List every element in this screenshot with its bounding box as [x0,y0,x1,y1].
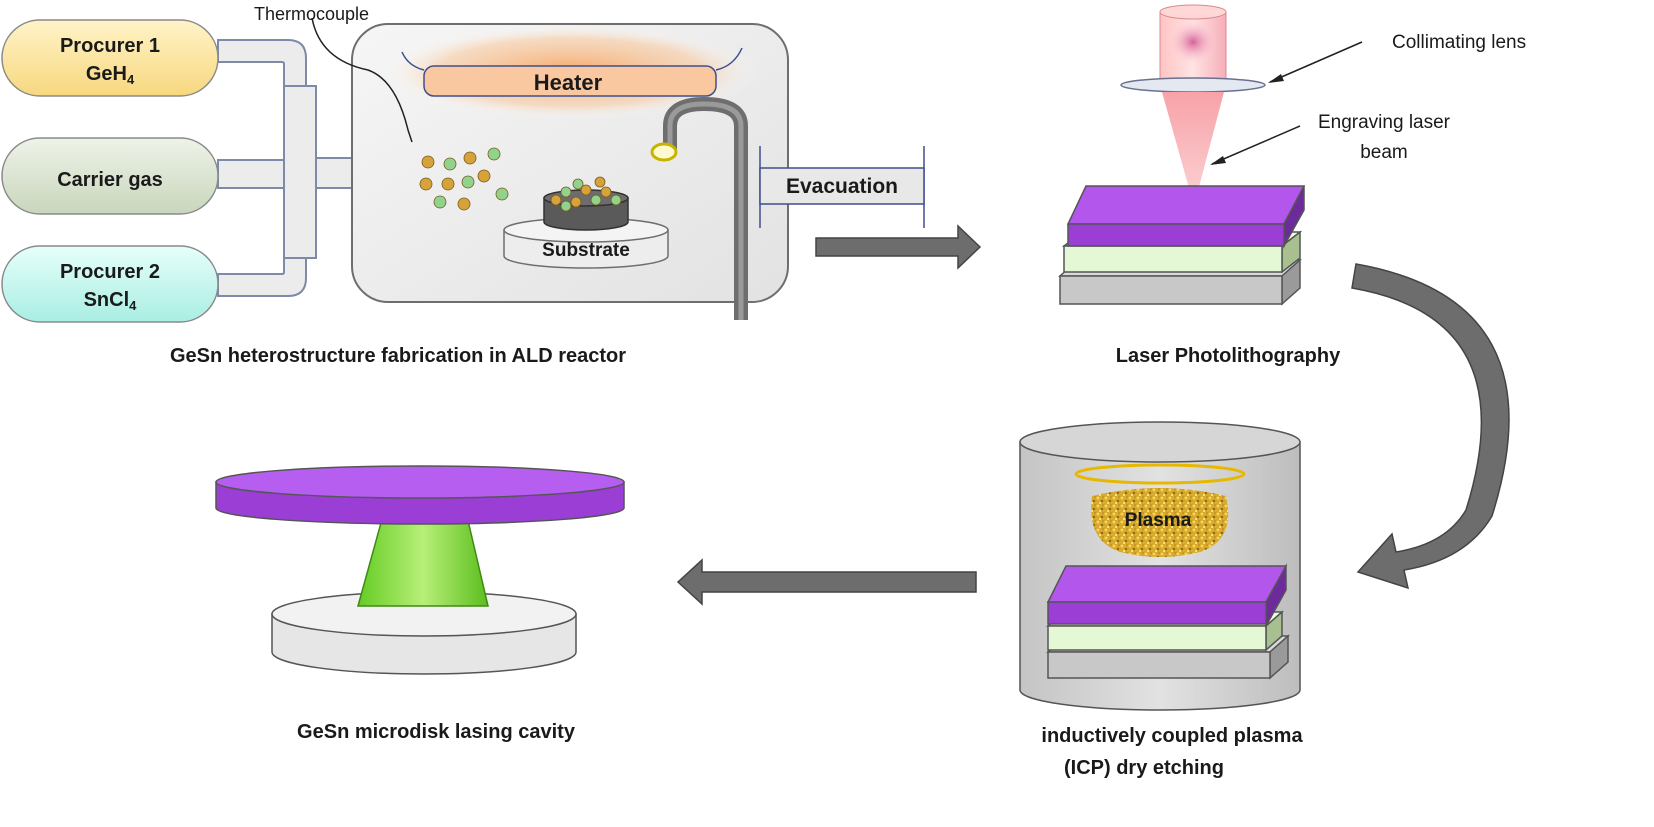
carrier-capsule [1,137,219,215]
substrate: Substrate [503,176,669,269]
procurer1-label: Procurer 1 [60,35,160,57]
caption-ald: GeSn heterostructure fabrication in ALD … [170,345,626,367]
gas-pipes [217,39,413,297]
plasma-cloud [1091,488,1229,557]
procurer1-capsule [1,19,219,97]
heater-label: Heater [534,70,603,95]
arrow-to-microdisk [676,558,977,606]
collimating-lens [1120,77,1266,93]
layer-stack-1 [1058,185,1306,306]
collimating-lens-label: Collimating lens [1392,32,1526,53]
beam-label-line1: Engraving laser [1318,112,1451,133]
gas-supply: Procurer 1 GeH4 Carrier gas Procurer 2 S… [1,19,413,323]
plasma-label: Plasma [1125,510,1192,531]
caption-microdisk: GeSn microdisk lasing cavity [297,721,576,743]
ald-reactor: Thermocouple Heater [254,4,925,320]
layer-stack-2 [1046,563,1290,680]
carrier-label: Carrier gas [57,169,163,191]
thermocouple-wire [311,17,413,143]
arrow-to-photolithography [815,224,982,270]
laser-photolithography: Collimating lens Engraving laser beam [1058,4,1526,306]
caption-photolithography: Laser Photolithography [1116,345,1341,367]
procurer1-formula: GeH4 [86,63,135,87]
exhaust-inlet-ring [650,142,678,162]
precursor-particles [419,147,509,211]
procurer2-label: Procurer 2 [60,261,160,283]
evacuation-port: Evacuation [759,146,925,228]
icp-coil-ring [1074,463,1246,485]
procurer2-formula: SnCl4 [84,289,138,313]
caption-icp-line1: inductively coupled plasma [1041,725,1303,747]
arrow-to-icp [1351,263,1510,590]
microdisk [215,465,625,675]
laser-beam [1162,92,1224,206]
pedestal [357,511,489,607]
thermocouple-label: Thermocouple [254,4,369,24]
substrate-label: Substrate [542,240,630,261]
caption-icp-line2: (ICP) dry etching [1064,757,1224,779]
beam-label-line2: beam [1360,142,1408,163]
heater-bar [423,65,717,97]
icp-chamber: Plasma [1019,421,1301,711]
procurer2-capsule [1,245,219,323]
evacuation-label: Evacuation [786,175,898,198]
